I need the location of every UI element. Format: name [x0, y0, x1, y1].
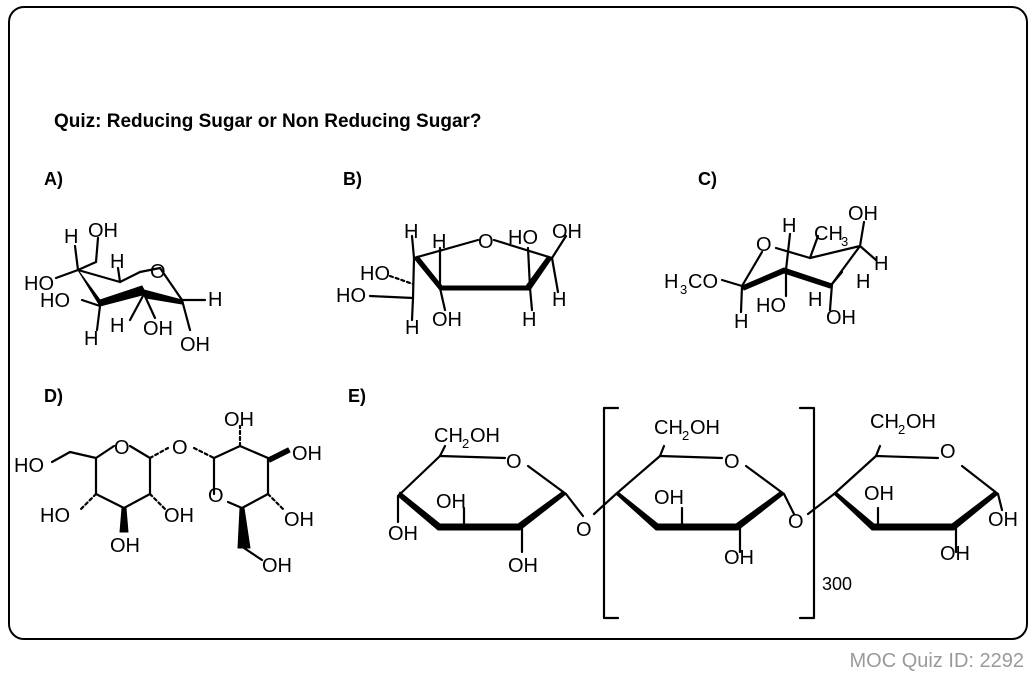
label-a: A)	[44, 169, 63, 189]
svg-text:OH: OH	[164, 505, 194, 527]
svg-text:HO: HO	[336, 285, 366, 307]
structure-a-labels: H OH HO HO H O H H H OH OH	[24, 220, 222, 356]
svg-text:OH: OH	[848, 203, 878, 225]
svg-text:OH: OH	[110, 535, 140, 557]
svg-text:H: H	[405, 317, 419, 339]
svg-text:OH: OH	[224, 409, 254, 431]
structure-a	[54, 236, 207, 332]
svg-text:HO: HO	[40, 505, 70, 527]
svg-text:O: O	[208, 485, 224, 507]
svg-text:H: H	[64, 226, 78, 248]
svg-text:O: O	[172, 437, 188, 459]
label-d: D)	[44, 386, 63, 406]
svg-text:O: O	[478, 231, 494, 253]
svg-text:H: H	[808, 289, 822, 311]
quiz-title: Quiz: Reducing Sugar or Non Reducing Sug…	[54, 111, 482, 132]
svg-text:H: H	[782, 215, 796, 237]
svg-text:OH: OH	[284, 509, 314, 531]
svg-text:HO: HO	[756, 295, 786, 317]
svg-text:OH: OH	[180, 334, 210, 356]
svg-text:OH: OH	[262, 555, 292, 577]
svg-text:OH: OH	[988, 509, 1018, 531]
svg-text:O: O	[756, 234, 772, 256]
svg-text:H: H	[110, 315, 124, 337]
svg-text:HO: HO	[24, 273, 54, 295]
svg-text:O: O	[576, 519, 592, 541]
structure-d-labels: HO O O OH OH HO OH O OH OH OH	[14, 409, 322, 577]
svg-text:2: 2	[898, 422, 905, 437]
svg-text:OH: OH	[826, 307, 856, 329]
svg-text:HO: HO	[14, 455, 44, 477]
svg-text:O: O	[788, 511, 804, 533]
svg-text:3: 3	[680, 282, 687, 297]
svg-text:OH: OH	[388, 523, 418, 545]
svg-text:H: H	[404, 221, 418, 243]
svg-text:CH: CH	[814, 223, 843, 245]
svg-text:OH: OH	[906, 411, 936, 433]
svg-text:H: H	[874, 253, 888, 275]
svg-text:H: H	[522, 309, 536, 331]
svg-text:H: H	[84, 328, 98, 350]
svg-text:OH: OH	[292, 443, 322, 465]
svg-text:H: H	[110, 251, 124, 273]
svg-text:OH: OH	[470, 425, 500, 447]
svg-text:O: O	[506, 451, 522, 473]
structure-b	[368, 234, 568, 322]
svg-text:2: 2	[682, 428, 689, 443]
svg-text:CH: CH	[870, 411, 899, 433]
svg-text:O: O	[114, 437, 130, 459]
svg-text:OH: OH	[654, 487, 684, 509]
svg-text:OH: OH	[690, 417, 720, 439]
svg-text:OH: OH	[724, 547, 754, 569]
svg-text:H: H	[208, 289, 222, 311]
svg-text:CO: CO	[688, 271, 718, 293]
svg-text:OH: OH	[508, 555, 538, 577]
svg-text:H: H	[856, 271, 870, 293]
svg-text:H: H	[734, 311, 748, 333]
svg-text:CH: CH	[654, 417, 683, 439]
label-c: C)	[698, 169, 717, 189]
svg-text:OH: OH	[432, 309, 462, 331]
svg-text:H: H	[552, 289, 566, 311]
svg-text:OH: OH	[940, 543, 970, 565]
structure-e	[396, 406, 1004, 620]
svg-text:O: O	[724, 451, 740, 473]
svg-text:2: 2	[462, 436, 469, 451]
structure-c	[720, 220, 878, 314]
svg-text:H: H	[664, 271, 678, 293]
svg-text:O: O	[150, 261, 166, 283]
quiz-card	[8, 6, 1028, 640]
svg-text:H: H	[432, 231, 446, 253]
label-e: E)	[348, 386, 366, 406]
svg-text:O: O	[940, 441, 956, 463]
svg-text:3: 3	[841, 234, 848, 249]
svg-text:OH: OH	[864, 483, 894, 505]
label-b: B)	[343, 169, 362, 189]
svg-text:CH: CH	[434, 425, 463, 447]
repeat-count: 300	[822, 574, 852, 594]
svg-text:OH: OH	[436, 491, 466, 513]
quiz-id: MOC Quiz ID: 2292	[849, 650, 1024, 672]
svg-text:OH: OH	[88, 220, 118, 242]
structure-d	[50, 424, 291, 562]
svg-text:HO: HO	[360, 263, 390, 285]
svg-text:OH: OH	[552, 221, 582, 243]
svg-text:HO: HO	[40, 290, 70, 312]
svg-text:OH: OH	[143, 318, 173, 340]
svg-text:HO: HO	[508, 227, 538, 249]
